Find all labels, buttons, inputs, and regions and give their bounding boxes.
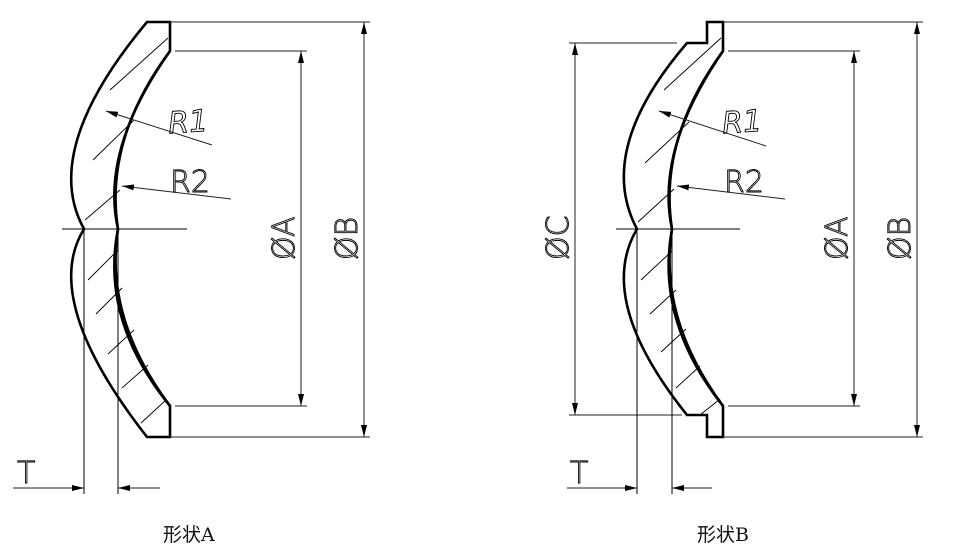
shape-a-r2-leader: R2	[121, 165, 232, 200]
shape-b-dim-b-label: ØB	[883, 217, 918, 260]
shape-a-dim-b-label: ØB	[330, 217, 365, 260]
shape-b-figure: R1 R2 ØC ØA ØB	[541, 20, 923, 494]
shape-b-dim-b: ØB	[723, 21, 923, 438]
shape-b-r2-label: R2	[724, 165, 764, 200]
shape-a-r1-label: R1	[167, 104, 209, 142]
shape-b-r1-label: R1	[721, 104, 763, 142]
shape-a-hatching	[84, 37, 169, 424]
shape-b-dim-a-label: ØA	[820, 216, 855, 260]
shape-b-dim-t: T	[567, 229, 712, 494]
shape-a-dim-a: ØA	[175, 50, 307, 407]
shape-b-dim-c: ØC	[541, 42, 682, 416]
shape-b-r2-leader: R2	[676, 165, 786, 200]
shape-a-dim-t: T	[13, 229, 160, 494]
shape-a-dim-a-label: ØA	[267, 216, 302, 260]
shape-a-r1-leader: R1	[105, 103, 213, 146]
shape-b-dim-a: ØA	[728, 50, 860, 407]
shape-a-dim-b: ØB	[170, 21, 370, 438]
shape-a-caption: 形状A	[163, 524, 215, 546]
shape-b-dim-t-label: T	[570, 456, 588, 491]
shape-b-dim-c-label: ØC	[541, 215, 576, 260]
shape-b-r1-leader: R1	[658, 103, 767, 147]
shape-a-figure: R1 R2 ØA ØB T	[13, 20, 370, 494]
shape-a-r2-label: R2	[170, 165, 210, 200]
shape-a-dim-t-label: T	[17, 456, 35, 491]
shape-b-caption: 形状B	[697, 524, 749, 546]
